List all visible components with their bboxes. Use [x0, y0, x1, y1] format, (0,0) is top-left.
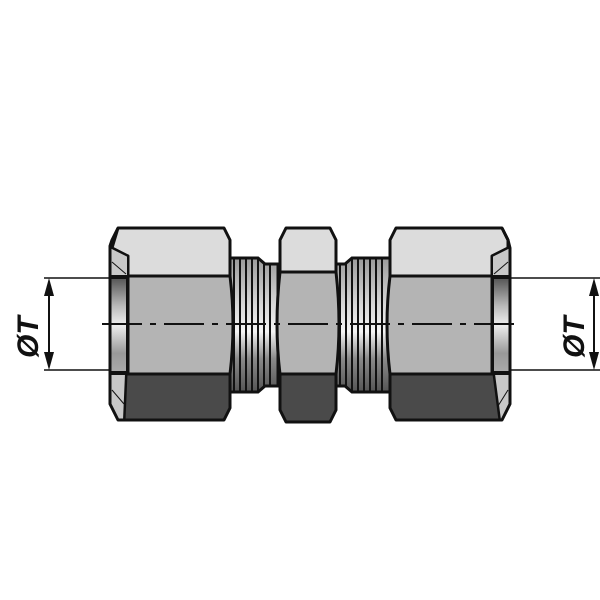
right-diameter-label: ØT [558, 314, 591, 358]
right-union-nut [385, 226, 512, 422]
left-diameter-dimension: ØT [12, 277, 110, 371]
left-diameter-label: ØT [12, 314, 45, 358]
right-diameter-dimension: ØT [510, 277, 600, 371]
